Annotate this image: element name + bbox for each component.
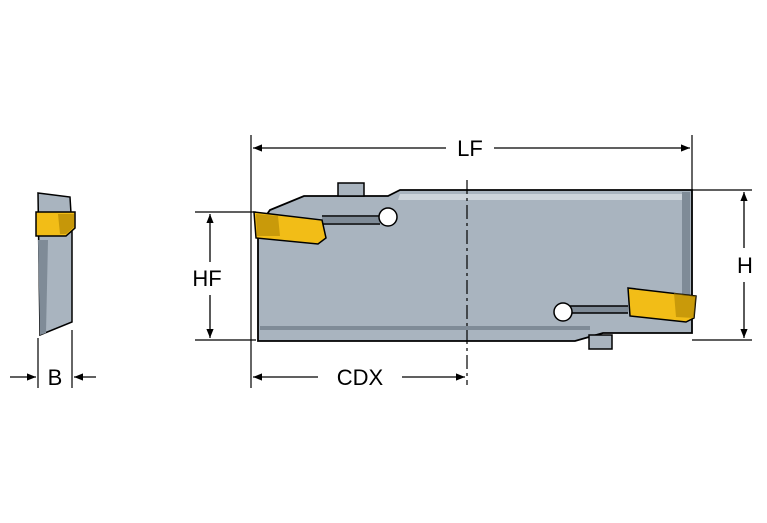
lower-clamp-slot bbox=[570, 305, 628, 314]
side-view bbox=[35, 192, 76, 337]
insert-top-left-shade bbox=[256, 214, 280, 236]
lower-clamp-hole bbox=[553, 302, 573, 322]
side-view-shadow bbox=[38, 240, 48, 335]
upper-clamp-slot bbox=[322, 215, 380, 225]
blade-top-highlight bbox=[398, 194, 688, 200]
blade-end-shadow bbox=[682, 192, 690, 312]
label-cdx: CDX bbox=[337, 365, 384, 390]
insert-bottom-right-shade bbox=[674, 293, 696, 318]
side-view-insert-shade bbox=[58, 214, 74, 234]
dimension-lines bbox=[10, 144, 748, 381]
upper-clamp-hole bbox=[378, 207, 398, 227]
upper-clamp-slot-fill bbox=[322, 217, 380, 223]
bottom-clamp-nub bbox=[588, 334, 613, 350]
extension-lines bbox=[37, 135, 752, 388]
label-hf: HF bbox=[192, 266, 221, 291]
blade-outline bbox=[257, 189, 693, 342]
blade-bottom-shadow bbox=[260, 326, 590, 330]
label-h: H bbox=[737, 253, 753, 278]
lower-clamp-slot-fill bbox=[570, 306, 628, 313]
label-b: B bbox=[48, 365, 63, 390]
label-lf: LF bbox=[457, 136, 483, 161]
top-clamp-nub bbox=[337, 182, 365, 197]
blade-body bbox=[253, 182, 697, 350]
